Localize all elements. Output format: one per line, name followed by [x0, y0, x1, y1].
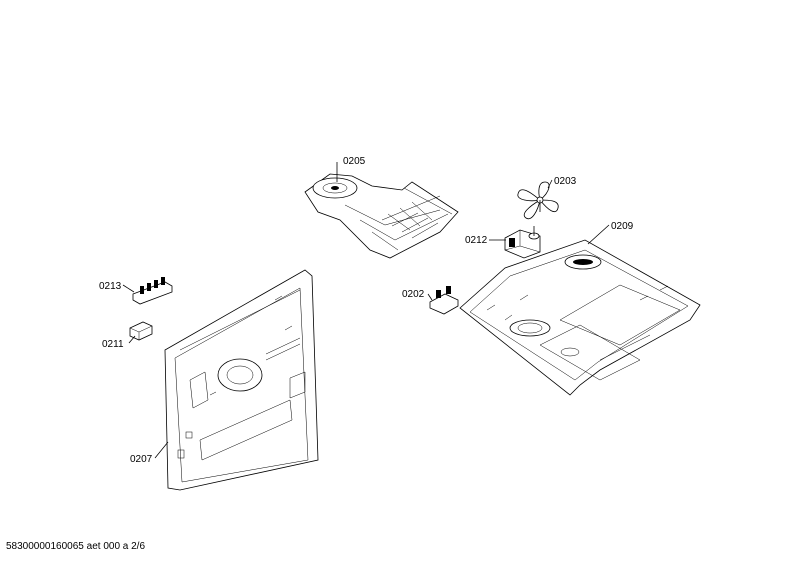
label-0211: 0211 [102, 339, 124, 350]
document-footer: 58300000160065 aet 000 a 2/6 [6, 541, 146, 552]
part-0202-thermostat [429, 286, 459, 315]
part-0212-motor [504, 226, 541, 259]
part-0209-base-plate [459, 239, 701, 396]
label-0207: 0207 [130, 454, 153, 465]
part-0207-rear-panel [164, 269, 319, 491]
label-0213: 0213 [99, 281, 122, 292]
label-0212: 0212 [465, 235, 488, 246]
part-0213-terminal-block [132, 277, 173, 305]
label-0205: 0205 [343, 156, 366, 167]
part-0203-fan-blade [517, 181, 559, 220]
part-0205-fan-duct [304, 173, 459, 259]
part-0211-connector [129, 321, 153, 341]
leader-lines [122, 162, 610, 459]
label-0203: 0203 [554, 176, 577, 187]
label-0202: 0202 [402, 289, 425, 300]
label-0209: 0209 [611, 221, 634, 232]
